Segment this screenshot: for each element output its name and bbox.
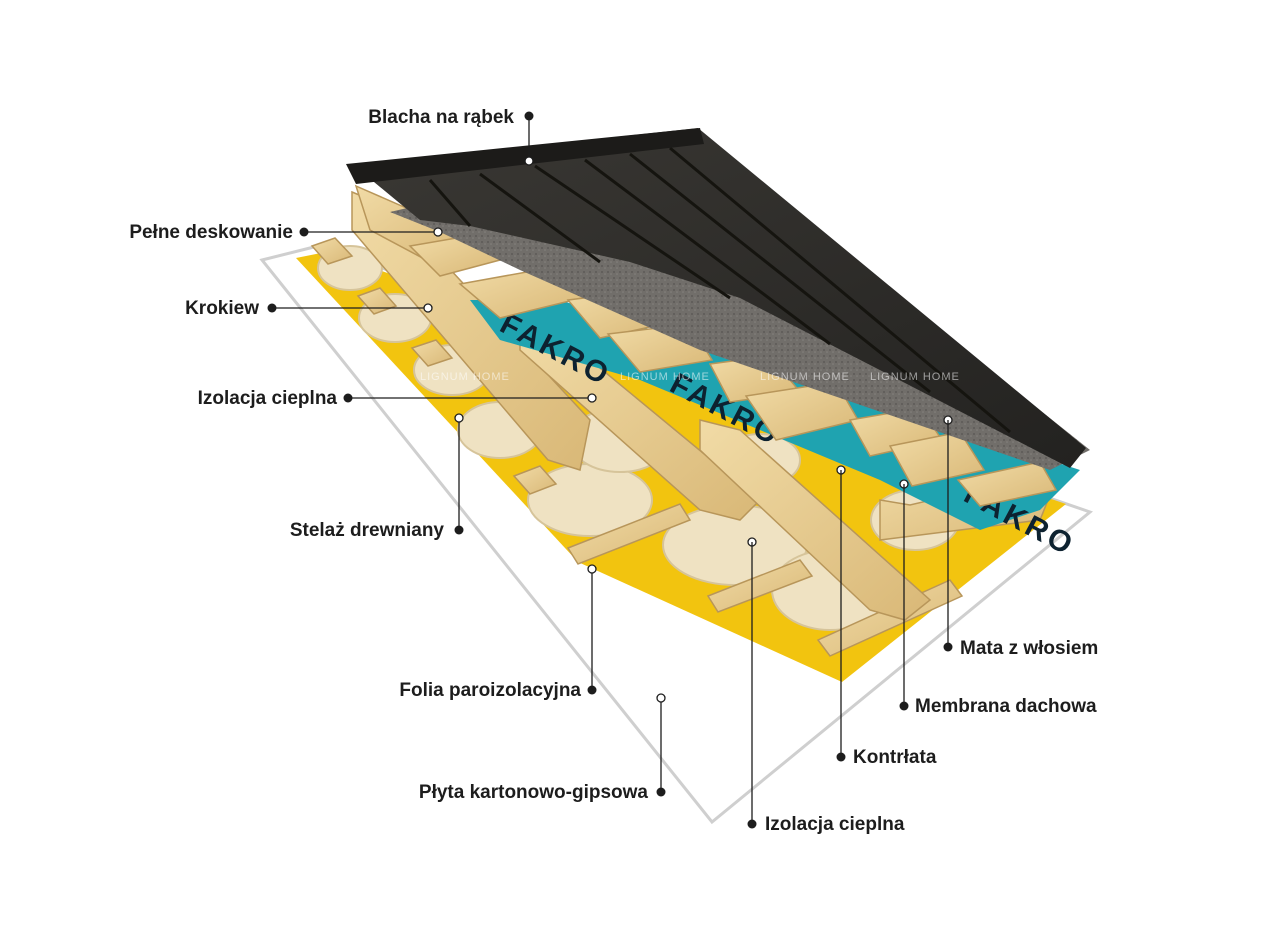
callout-plasterboard: Płyta kartonowo-gipsowa — [419, 693, 666, 803]
roof-illustration: FAKRO FAKRO FAKRO — [259, 128, 1094, 825]
label-rafter: Krokiew — [185, 298, 259, 319]
ridge-cap — [346, 128, 704, 184]
label-vapour-barrier: Folia paroizolacyjna — [399, 680, 581, 701]
label-thermal-insulation-bottom: Izolacja cieplna — [765, 814, 905, 835]
callout-wooden-frame: Stelaż drewniany — [290, 413, 464, 541]
watermark-text: LIGNUM HOME — [620, 371, 710, 383]
callout-thermal-insulation-top: Izolacja cieplna — [198, 388, 597, 409]
callout-vapour-barrier: Folia paroizolacyjna — [399, 564, 597, 701]
callout-full-boarding: Pełne deskowanie — [129, 222, 443, 243]
label-mat-with-fleece: Mata z włosiem — [960, 638, 1098, 659]
watermark-text: LIGNUM HOME — [870, 371, 960, 383]
label-thermal-insulation-top: Izolacja cieplna — [198, 388, 338, 409]
label-standing-seam-sheet: Blacha na rąbek — [368, 107, 514, 128]
label-roof-membrane: Membrana dachowa — [915, 696, 1097, 717]
label-plasterboard: Płyta kartonowo-gipsowa — [419, 782, 649, 803]
label-wooden-frame: Stelaż drewniany — [290, 520, 445, 541]
callout-thermal-insulation-bottom: Izolacja cieplna — [747, 537, 905, 835]
callout-standing-seam-sheet: Blacha na rąbek — [368, 107, 534, 166]
callout-rafter: Krokiew — [185, 298, 433, 319]
label-full-boarding: Pełne deskowanie — [129, 222, 293, 243]
watermark-text: LIGNUM HOME — [420, 371, 510, 383]
watermark: LIGNUM HOME LIGNUM HOME LIGNUM HOME LIGN… — [420, 371, 960, 383]
watermark-text: LIGNUM HOME — [760, 371, 850, 383]
callout-mat-with-fleece: Mata z włosiem — [943, 415, 1098, 659]
label-counter-batten: Kontrłata — [853, 747, 937, 768]
standing-seams — [428, 146, 1011, 434]
callout-roof-membrane: Membrana dachowa — [899, 479, 1097, 717]
callout-counter-batten: Kontrłata — [836, 465, 937, 768]
